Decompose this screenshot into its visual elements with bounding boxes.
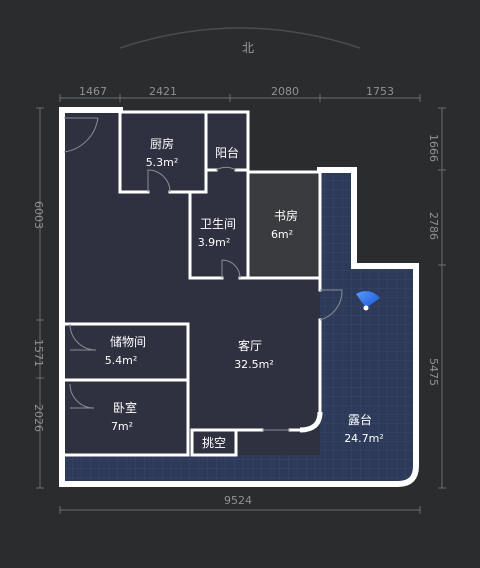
study-floor — [250, 172, 320, 275]
interior-floor — [62, 110, 320, 455]
compass-north-label: 北 — [242, 41, 254, 55]
dim-top-3: 2080 — [271, 85, 299, 98]
dim-right-3: 5475 — [427, 358, 440, 386]
room-kitchen-area: 5.3m² — [146, 156, 179, 169]
dim-left-2: 1571 — [32, 339, 45, 367]
compass-fan-icon — [356, 291, 380, 308]
walls — [59, 107, 419, 487]
room-bedroom-name: 卧室 — [113, 400, 137, 415]
room-storage-name: 储物间 — [110, 334, 146, 349]
dim-top-4: 1753 — [366, 85, 394, 98]
doors — [63, 117, 343, 431]
room-study-area: 6m² — [271, 228, 293, 241]
room-void-name: 挑空 — [202, 436, 226, 450]
dimension-lines — [36, 94, 446, 514]
compass-dot-icon — [363, 305, 369, 311]
dim-top-1: 1467 — [79, 85, 107, 98]
room-terrace-area: 24.7m² — [344, 432, 384, 445]
terrace-floor — [62, 172, 414, 484]
room-study-name: 书房 — [274, 208, 298, 223]
room-living-name: 客厅 — [238, 338, 262, 353]
room-storage-area: 5.4m² — [105, 354, 138, 367]
room-terrace-name: 露台 — [348, 412, 372, 427]
compass-arc — [119, 27, 361, 49]
room-living-area: 32.5m² — [234, 358, 274, 371]
room-bedroom-area: 7m² — [111, 420, 133, 433]
room-bathroom-area: 3.9m² — [198, 236, 231, 249]
room-balcony-name: 阳台 — [215, 145, 239, 160]
dim-right-1: 1666 — [427, 134, 440, 162]
dim-left-1: 6003 — [32, 201, 45, 229]
room-kitchen-name: 厨房 — [150, 136, 174, 151]
dim-top-2: 2421 — [149, 85, 177, 98]
dim-left-3: 2026 — [32, 404, 45, 432]
terrace-arc-door — [299, 411, 323, 433]
dim-right-2: 2786 — [427, 212, 440, 240]
dim-bottom: 9524 — [224, 494, 252, 507]
room-bathroom-name: 卫生间 — [200, 217, 236, 231]
